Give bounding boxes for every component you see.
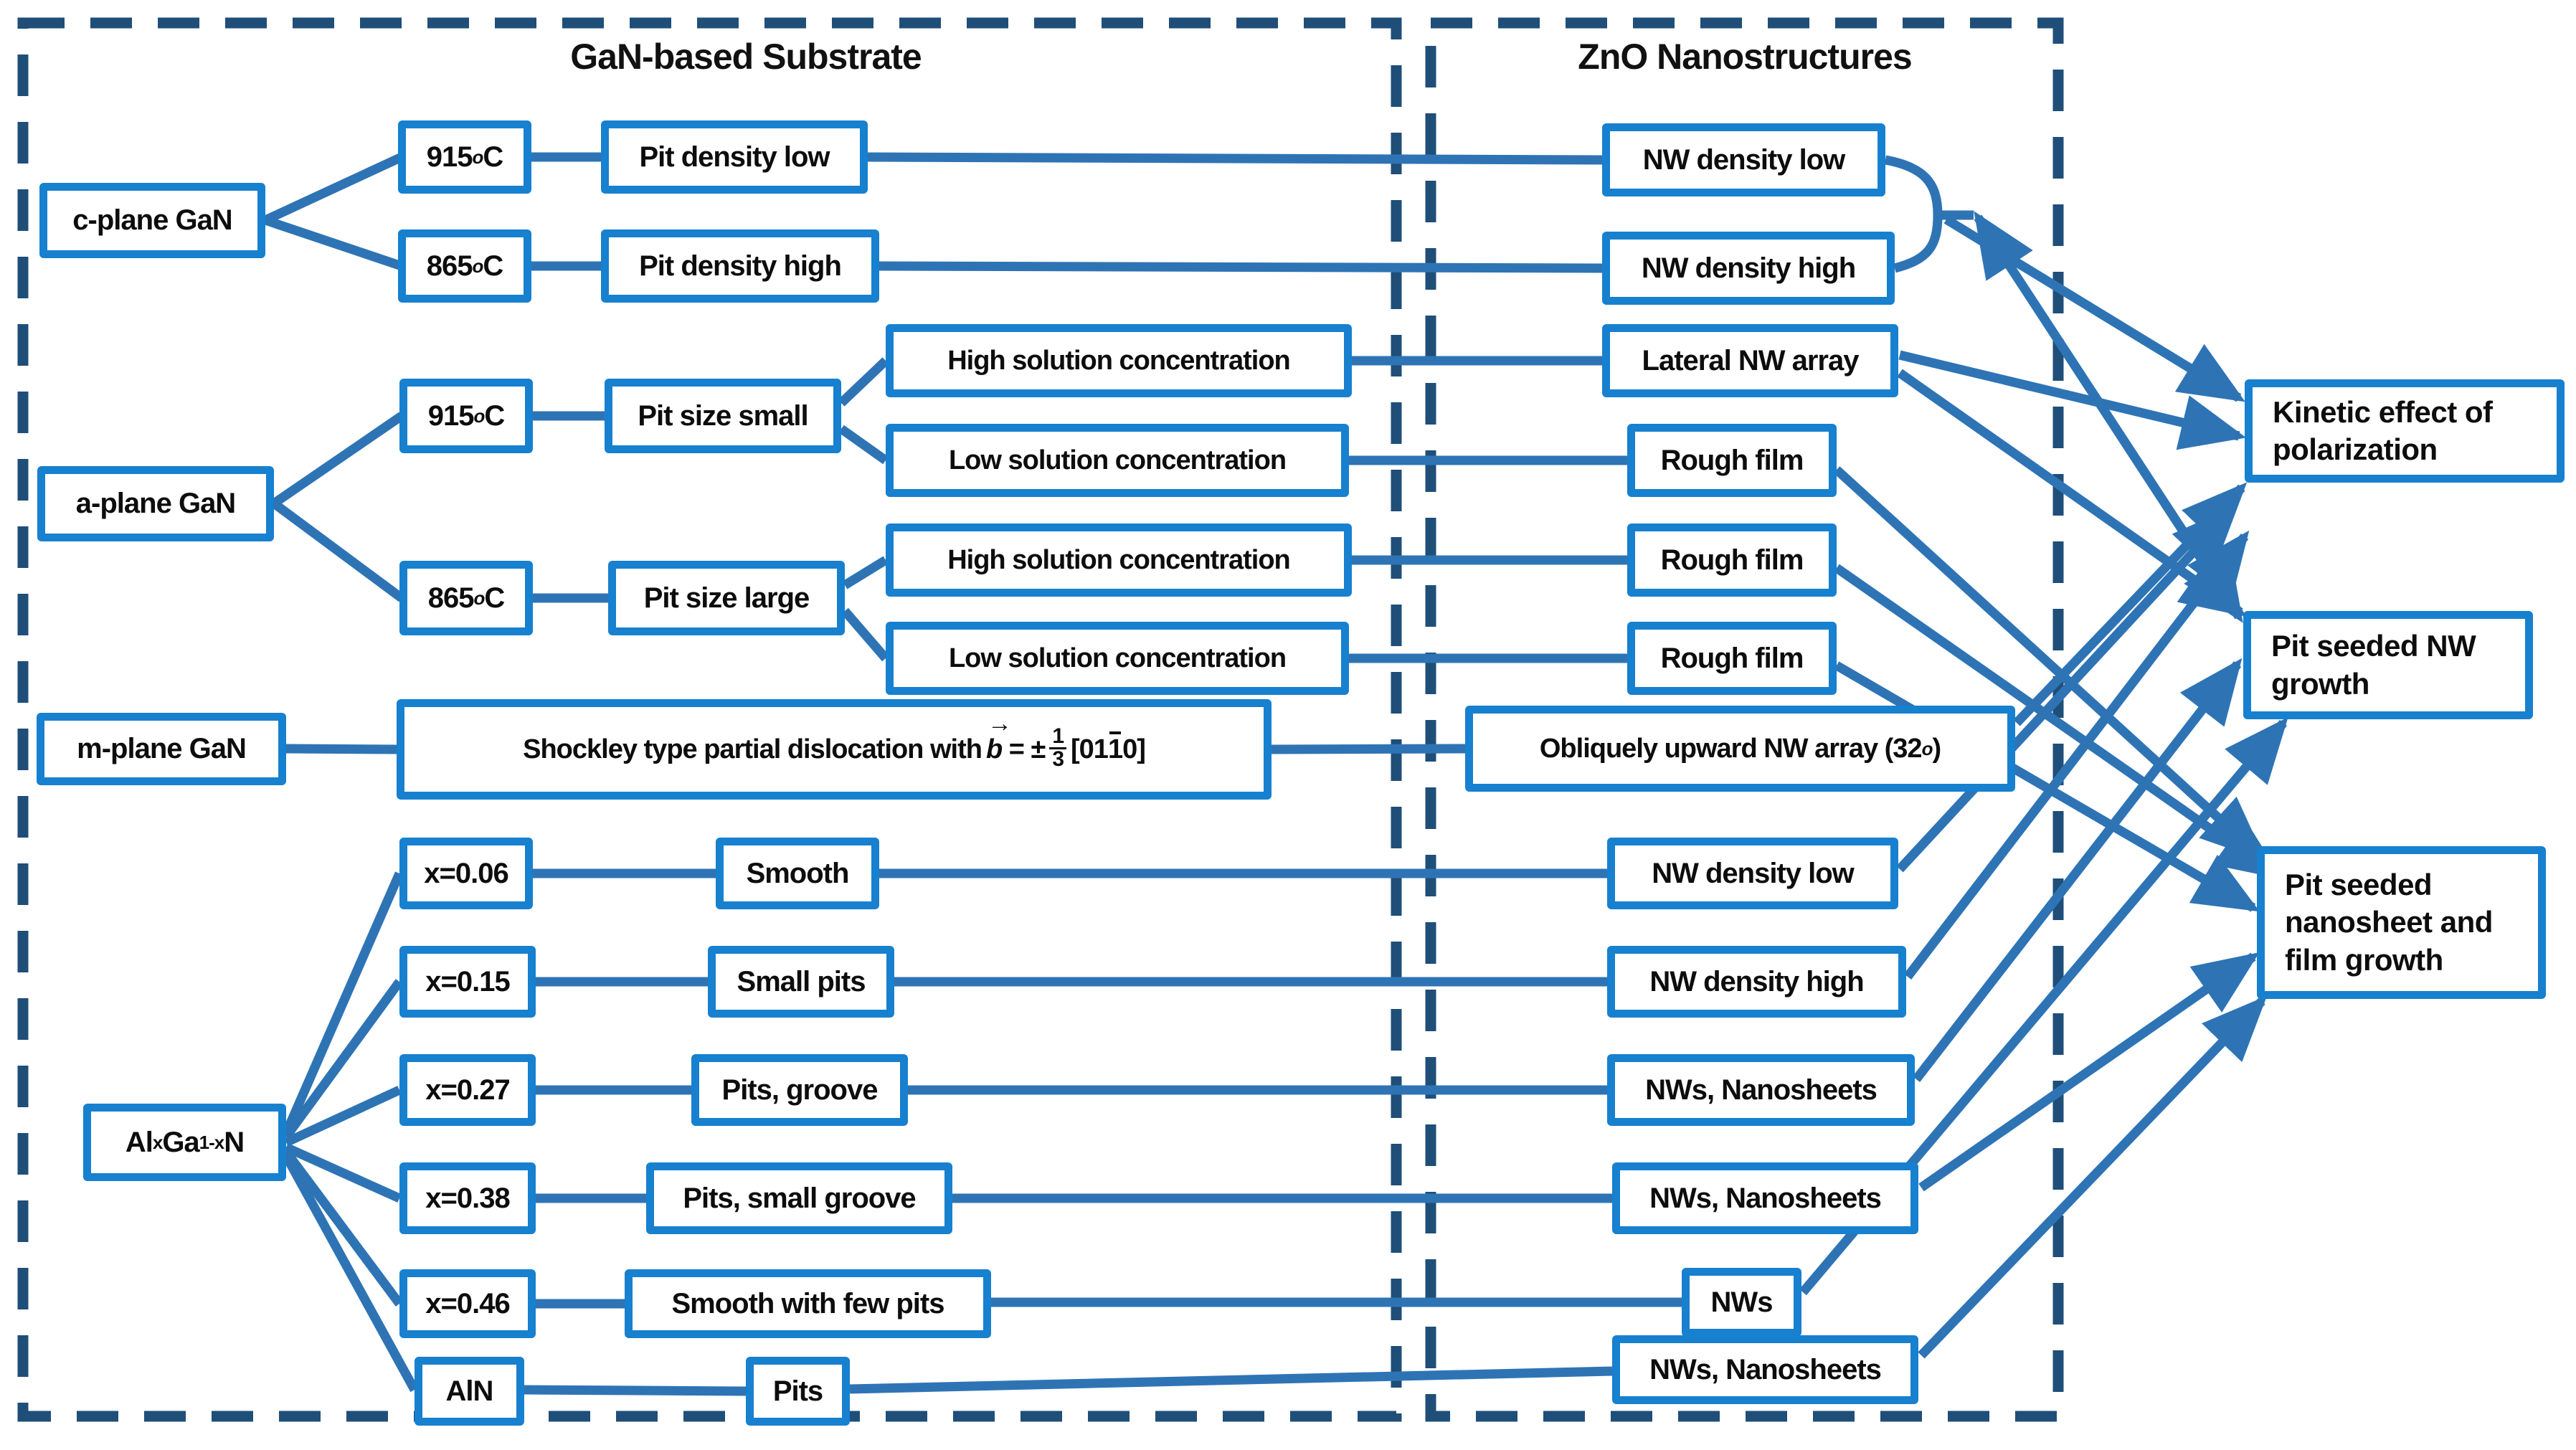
node-smooth: Smooth [716, 838, 879, 909]
node-x006: x=0.06 [399, 838, 533, 909]
node-low-solution-concentration-2: Low solution concentration [886, 622, 1349, 695]
node-pits: Pits [746, 1357, 850, 1426]
node-low-solution-concentration-1: Low solution concentration [886, 424, 1349, 497]
node-small-pits: Small pits [708, 946, 894, 1018]
substrate-region-title: GaN-based Substrate [570, 37, 922, 77]
node-c-plane-gan: c-plane GaN [39, 183, 265, 258]
node-nws-nanosheets-1: NWs, Nanosheets [1607, 1054, 1915, 1126]
nw-density-brace [1884, 155, 1974, 273]
node-shockley-dislocation: Shockley type partial dislocation with →… [397, 699, 1272, 800]
zno-region-title: ZnO Nanostructures [1578, 37, 1912, 77]
b-vector: →b [985, 709, 1012, 764]
node-rough-film-3: Rough film [1627, 622, 1837, 695]
node-nw-density-low-cplane: NW density low [1602, 123, 1885, 196]
node-pits-small-groove: Pits, small groove [646, 1162, 952, 1234]
node-pits-groove: Pits, groove [691, 1054, 908, 1126]
substrate-region-border [17, 17, 1402, 1422]
node-smooth-with-few-pits: Smooth with few pits [625, 1269, 991, 1338]
node-nw-density-high-cplane: NW density high [1602, 232, 1895, 305]
node-x027: x=0.27 [399, 1054, 536, 1126]
node-pit-size-small: Pit size small [605, 379, 841, 453]
node-rough-film-1: Rough film [1627, 424, 1837, 497]
node-high-solution-concentration-1: High solution concentration [886, 324, 1352, 397]
node-x038: x=0.38 [399, 1162, 536, 1234]
node-nws-nanosheets-2: NWs, Nanosheets [1612, 1162, 1918, 1234]
node-m-plane-gan: m-plane GaN [37, 713, 286, 785]
node-pit-density-low: Pit density low [601, 120, 868, 194]
node-a-plane-gan: a-plane GaN [37, 466, 274, 541]
node-aln: AlN [415, 1357, 524, 1426]
node-rough-film-2: Rough film [1627, 523, 1837, 597]
outcome-kinetic-effect: Kinetic effect of polarization [2245, 379, 2565, 483]
node-lateral-nw-array: Lateral NW array [1602, 324, 1898, 397]
node-high-solution-concentration-2: High solution concentration [886, 523, 1352, 597]
node-nws: NWs [1682, 1268, 1801, 1337]
node-nws-nanosheets-3: NWs, Nanosheets [1612, 1335, 1918, 1404]
node-x015: x=0.15 [399, 946, 536, 1018]
node-pit-density-high: Pit density high [601, 229, 879, 303]
node-pit-size-large: Pit size large [608, 561, 845, 635]
outcome-pit-seeded-nw-growth: Pit seeded NW growth [2243, 611, 2533, 719]
node-x046: x=0.46 [399, 1269, 536, 1338]
outcome-pit-seeded-nanosheet-film-growth: Pit seeded nanosheet and film growth [2257, 846, 2546, 999]
node-nw-density-high-algan: NW density high [1607, 946, 1906, 1018]
node-nw-density-low-algan: NW density low [1607, 838, 1898, 909]
